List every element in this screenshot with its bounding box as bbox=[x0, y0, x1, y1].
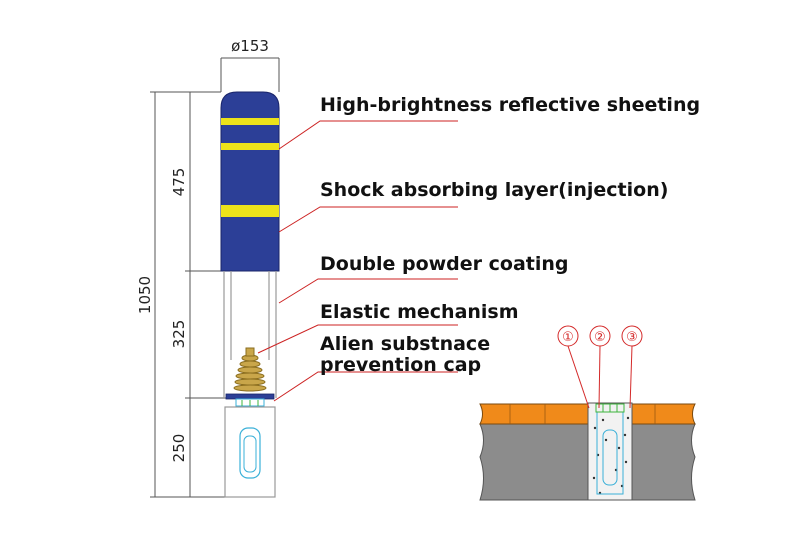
diameter-dimension: ø153 bbox=[231, 37, 269, 55]
upper-height-dimension: 475 bbox=[170, 168, 188, 197]
spring-mechanism bbox=[233, 347, 267, 392]
marker-3: ③ bbox=[626, 330, 638, 345]
marker-1: ① bbox=[562, 330, 574, 345]
label-cap-line1: Alien substnace bbox=[320, 333, 490, 355]
base-plate bbox=[225, 393, 275, 400]
label-reflective-sheeting: High-brightness reflective sheeting bbox=[320, 94, 700, 116]
reflective-band-1 bbox=[221, 118, 279, 125]
installation-section: ① ② ③ bbox=[479, 325, 696, 501]
label-elastic-mechanism: Elastic mechanism bbox=[320, 301, 519, 323]
bollard-post bbox=[220, 91, 280, 498]
ground-anchor bbox=[224, 406, 276, 498]
marker-2: ② bbox=[594, 330, 606, 345]
reflective-band-3 bbox=[221, 205, 279, 217]
dimension-lines bbox=[150, 57, 280, 498]
label-shock-absorbing-layer: Shock absorbing layer(injection) bbox=[320, 179, 668, 201]
lower-height-dimension: 250 bbox=[170, 434, 188, 463]
label-cap-line2: prevention cap bbox=[320, 354, 481, 376]
concrete-pit bbox=[587, 402, 633, 501]
post-body bbox=[220, 91, 280, 272]
reflective-band-2 bbox=[221, 143, 279, 150]
leader-lines bbox=[257, 120, 458, 402]
total-height-dimension: 1050 bbox=[136, 276, 154, 314]
label-powder-coating: Double powder coating bbox=[320, 253, 569, 275]
middle-height-dimension: 325 bbox=[170, 320, 188, 349]
